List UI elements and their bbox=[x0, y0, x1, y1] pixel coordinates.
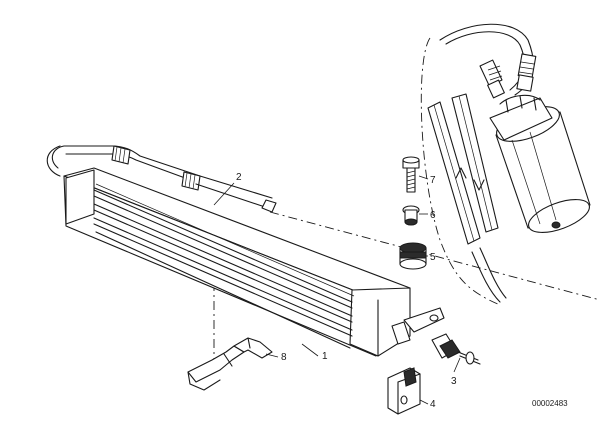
drain-plug-icon bbox=[551, 221, 561, 229]
leader-2 bbox=[213, 182, 235, 206]
callout-3: 3 bbox=[451, 376, 457, 387]
bracket-part-8 bbox=[187, 337, 273, 391]
oil-line-upper bbox=[46, 145, 277, 213]
bushing-part-6 bbox=[402, 205, 420, 226]
reference-code: 00002483 bbox=[532, 399, 568, 408]
oil-cooler bbox=[63, 167, 411, 357]
routing-line-filter bbox=[420, 37, 501, 306]
callout-2: 2 bbox=[236, 172, 242, 183]
hose-strip-left bbox=[427, 101, 481, 245]
callout-6: 6 bbox=[430, 210, 436, 221]
rubber-mount-part-5 bbox=[399, 242, 427, 270]
cooler-outlet-fitting bbox=[391, 307, 445, 345]
hose-fitting-right bbox=[516, 53, 537, 92]
callout-5: 5 bbox=[430, 252, 436, 263]
callout-7: 7 bbox=[430, 175, 436, 186]
leader-1 bbox=[301, 343, 319, 357]
callout-8: 8 bbox=[281, 352, 287, 363]
oil-filter-housing bbox=[489, 94, 591, 233]
hose-fitting-left bbox=[479, 59, 505, 99]
callout-4: 4 bbox=[430, 399, 436, 410]
leader-8 bbox=[265, 353, 279, 358]
callout-1: 1 bbox=[322, 351, 328, 362]
clamp-block-part-4 bbox=[387, 367, 421, 415]
leader-7 bbox=[418, 175, 429, 180]
leader-3 bbox=[453, 357, 461, 373]
hose-strip-right bbox=[451, 93, 499, 233]
bolt-part-7 bbox=[402, 156, 420, 193]
hose-connector-part-3 bbox=[431, 333, 481, 365]
leader-4 bbox=[419, 399, 429, 405]
